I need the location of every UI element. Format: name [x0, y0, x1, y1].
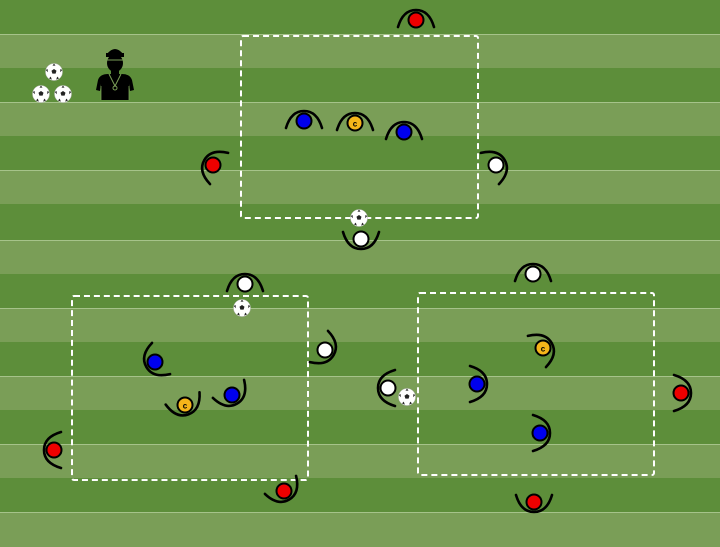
- pitch-stripe-dark: [0, 410, 720, 444]
- pitch-stripe-light: [0, 170, 720, 204]
- player-red[interactable]: [396, 0, 436, 40]
- ball-icon[interactable]: [45, 63, 63, 81]
- player-white[interactable]: [341, 219, 381, 259]
- ball-icon[interactable]: [398, 388, 416, 406]
- player-red[interactable]: [193, 145, 233, 186]
- ball-icon[interactable]: [54, 85, 72, 103]
- pitch-stripe-light: [0, 444, 720, 478]
- player-white[interactable]: [513, 254, 553, 294]
- player-white[interactable]: [368, 368, 408, 408]
- pitch-stripe-dark: [0, 0, 720, 34]
- ball-icon[interactable]: [32, 85, 50, 103]
- player-red[interactable]: [661, 373, 701, 413]
- player-blue[interactable]: [520, 413, 560, 453]
- zone-bottom-right[interactable]: [417, 292, 655, 476]
- player-blue[interactable]: [284, 101, 324, 141]
- pitch-stripe-dark: [0, 342, 720, 376]
- pitch-stripe-light: [0, 376, 720, 410]
- player-blue[interactable]: [211, 375, 252, 415]
- player-white[interactable]: [476, 145, 516, 186]
- player-blue[interactable]: [135, 341, 175, 382]
- player-white[interactable]: [305, 329, 345, 370]
- svg-text:c: c: [541, 345, 546, 354]
- pitch-stripe-light: [0, 512, 720, 547]
- coach-icon[interactable]: [92, 44, 138, 100]
- pitch-stripe-light: [0, 308, 720, 342]
- player-blue[interactable]: [384, 112, 424, 152]
- player-yellow[interactable]: c: [164, 385, 205, 425]
- pitch-stripe-dark: [0, 136, 720, 170]
- player-white[interactable]: [225, 264, 265, 304]
- player-blue[interactable]: [457, 364, 497, 404]
- ball-icon[interactable]: [233, 299, 251, 317]
- zone-bottom-left[interactable]: [71, 295, 309, 481]
- pitch-stripe-dark: [0, 274, 720, 308]
- player-yellow[interactable]: c: [523, 328, 563, 369]
- player-red[interactable]: [34, 430, 74, 470]
- player-red[interactable]: [514, 482, 554, 522]
- ball-icon[interactable]: [350, 209, 368, 227]
- pitch-stripe-dark: [0, 478, 720, 512]
- svg-text:c: c: [353, 120, 358, 129]
- svg-text:c: c: [183, 402, 188, 411]
- player-red[interactable]: [263, 471, 304, 511]
- player-yellow[interactable]: c: [335, 103, 375, 143]
